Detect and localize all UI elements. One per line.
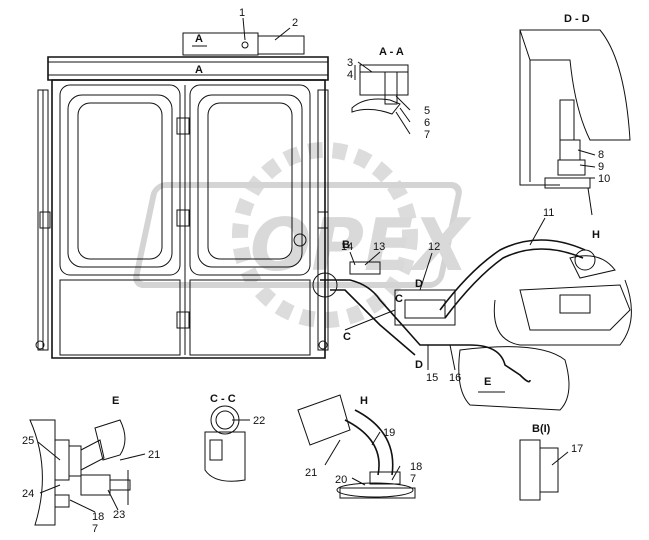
marker-d-bottom: D (415, 359, 423, 371)
callout-2: 2 (292, 17, 298, 29)
callout-h-20: 20 (335, 474, 347, 486)
cab-assembly (35, 32, 329, 359)
callout-c-22: 22 (253, 415, 265, 427)
callout-e-24: 24 (22, 488, 34, 500)
callout-13: 13 (373, 241, 385, 253)
title-e: E (112, 395, 119, 407)
h-detail-right (493, 249, 632, 346)
callout-e-18: 18 (92, 511, 104, 523)
callout-5: 5 (424, 105, 430, 117)
callout-e-25: 25 (22, 435, 34, 447)
section-d-d (519, 29, 631, 216)
section-a-a (351, 64, 409, 115)
callout-12: 12 (428, 241, 440, 253)
marker-h: H (592, 229, 600, 241)
marker-b: B (342, 239, 350, 251)
title-b1: B(I) (532, 423, 551, 435)
callout-e-7: 7 (92, 523, 98, 535)
title-c-c: C - C (210, 393, 236, 405)
title-h: H (360, 395, 368, 407)
callout-h-19: 19 (383, 427, 395, 439)
marker-a-top: A (195, 33, 203, 45)
title-d-d: D - D (564, 13, 590, 25)
callout-17: 17 (571, 443, 583, 455)
callout-e-23: 23 (113, 509, 125, 521)
marker-e: E (484, 376, 491, 388)
callout-h-7: 7 (410, 473, 416, 485)
callout-8: 8 (598, 149, 604, 161)
marker-a-bottom: A (195, 64, 203, 76)
callout-1: 1 (239, 7, 245, 19)
callout-9: 9 (598, 161, 604, 173)
section-h (297, 394, 416, 499)
e-detail-region (458, 346, 570, 411)
marker-c-right: C (395, 293, 403, 305)
marker-d-top: D (415, 278, 423, 290)
callout-15: 15 (426, 372, 438, 384)
callout-4: 4 (347, 69, 353, 81)
watermark-text: OPEX (250, 203, 472, 287)
callout-3: 3 (347, 57, 353, 69)
title-a-a: A - A (379, 46, 404, 58)
pipe-routing (312, 239, 586, 383)
callout-11: 11 (543, 207, 554, 219)
callout-e-21: 21 (148, 449, 160, 461)
leader-lines (37, 17, 596, 513)
callout-h-21: 21 (305, 467, 317, 479)
callout-6: 6 (424, 117, 430, 129)
callout-14-label: 14 (341, 241, 353, 253)
section-b1 (519, 439, 559, 501)
marker-c-left: C (343, 331, 351, 343)
callout-7: 7 (424, 129, 430, 141)
callout-16: 16 (449, 372, 461, 384)
callout-h-18: 18 (410, 461, 422, 473)
callout-10: 10 (598, 173, 610, 185)
